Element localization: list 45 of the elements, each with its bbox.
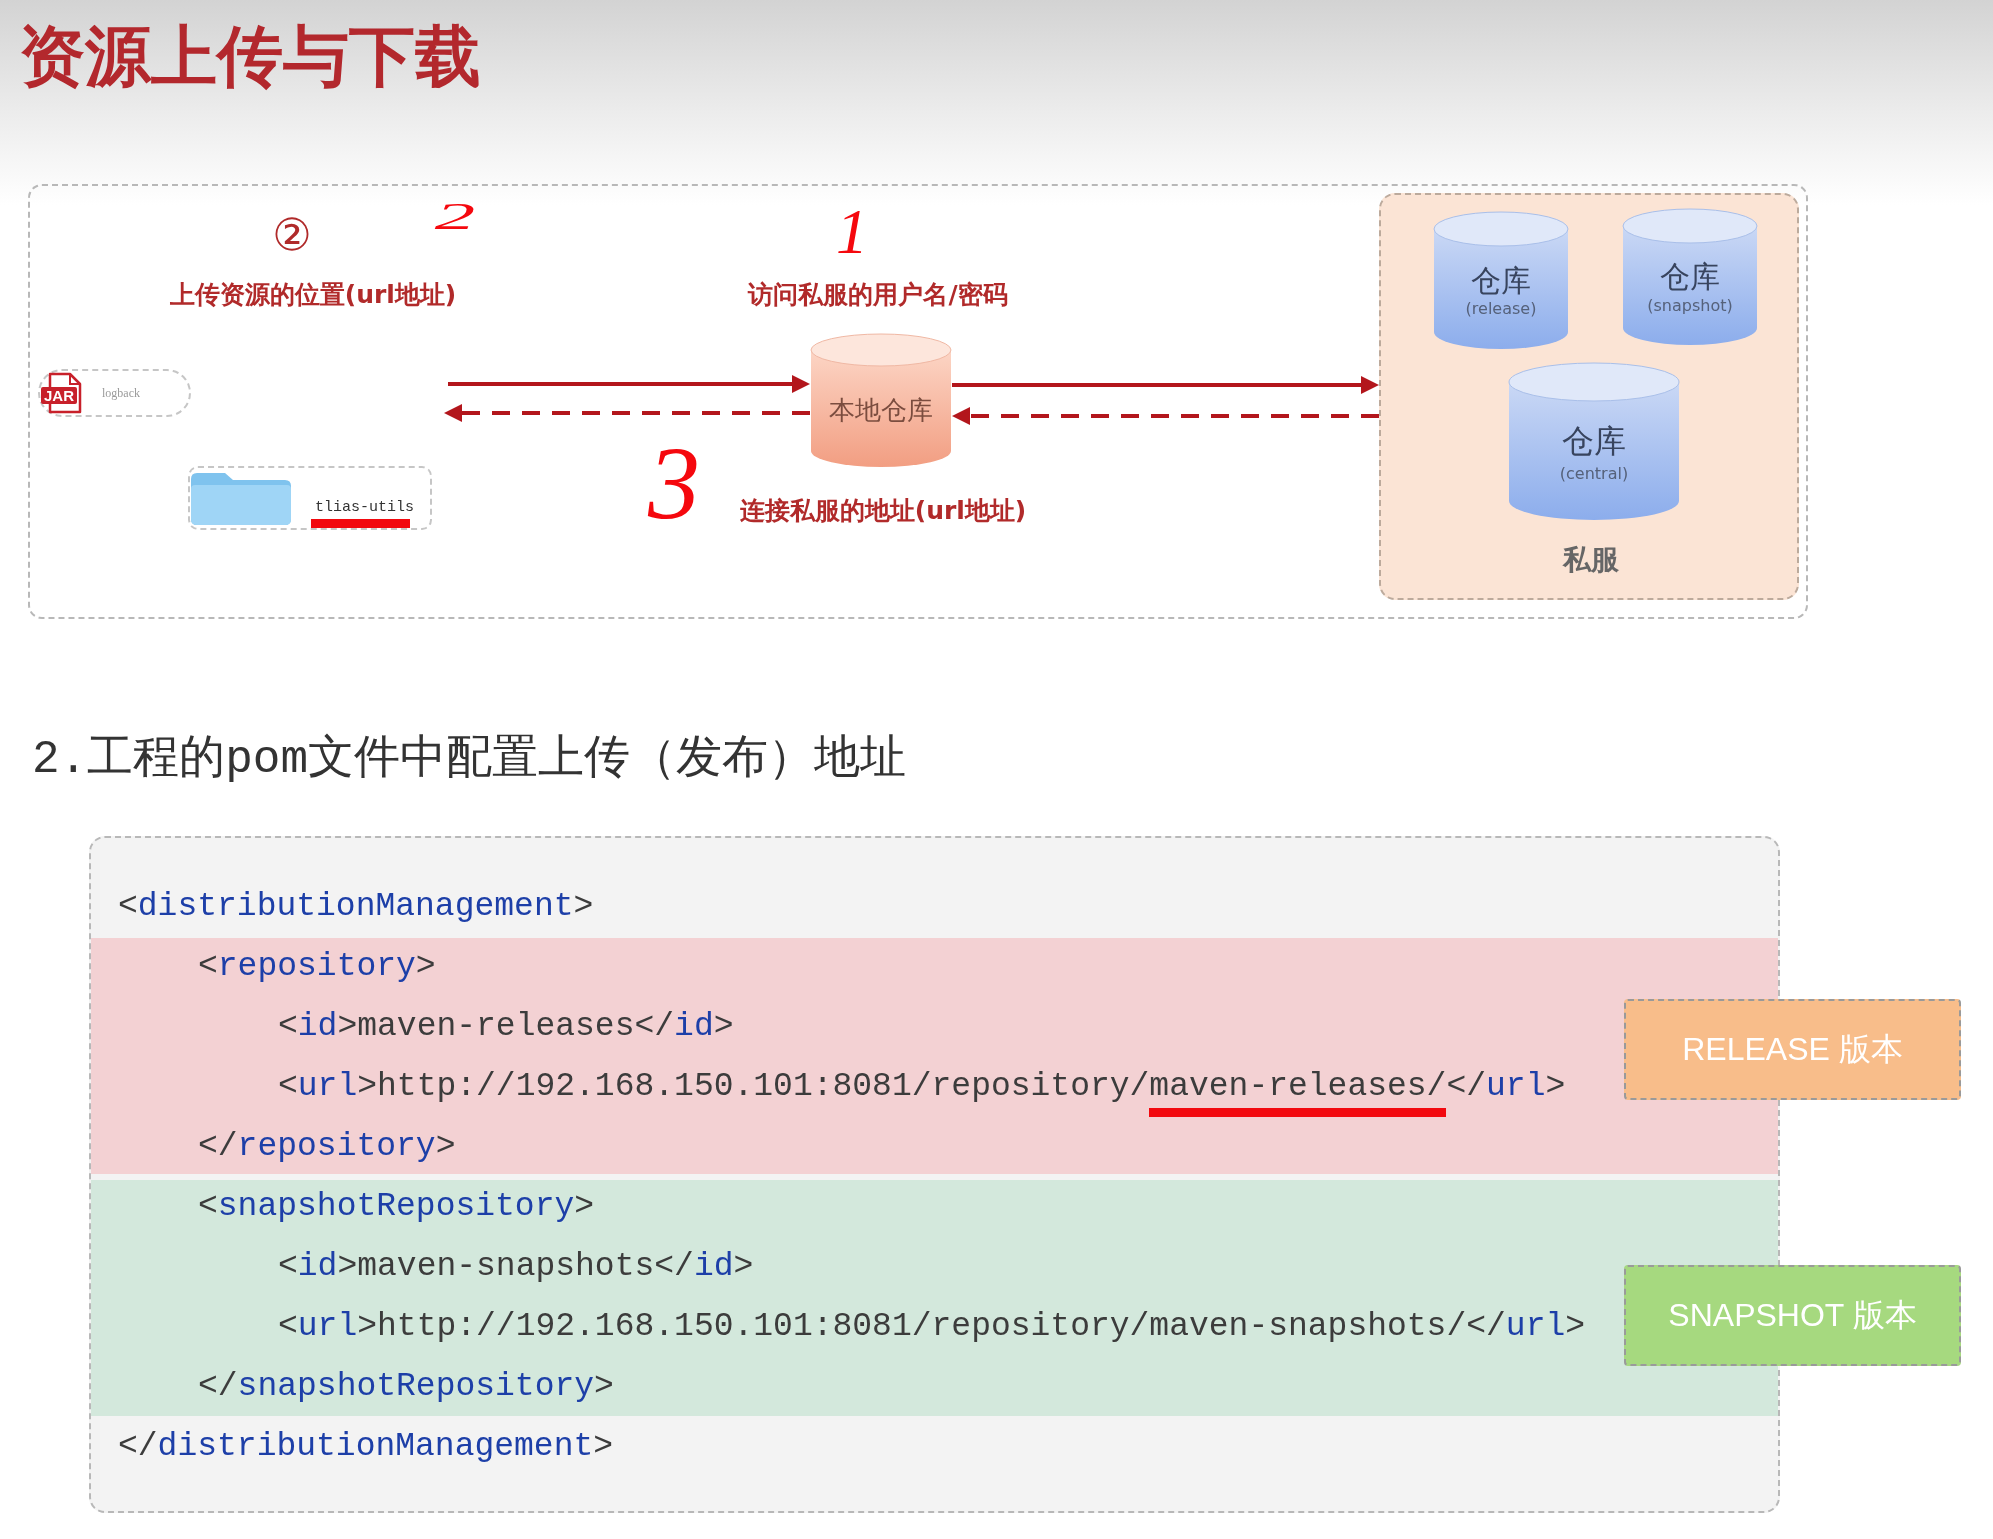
code-line: </repository> [198,1127,456,1167]
cylinder-label: 仓库 [1471,261,1531,300]
cylinder-sublabel: (release) [1465,298,1537,318]
tag-label: RELEASE 版本 [1682,1029,1903,1069]
code-line: </distributionManagement> [118,1427,614,1467]
jar-item-box [38,369,191,417]
project-box [188,466,432,530]
cylinder-sublabel: (central) [1559,463,1629,483]
code-line: <distributionManagement> [118,887,594,927]
version-tag [1624,1265,1961,1366]
section-heading: 2.工程的pom文件中配置上传（发布）地址 [32,733,907,788]
server-panel [1379,193,1799,600]
code-line: <url>http://192.168.150.101:8081/repository/maven-releases/</url> [278,1067,1566,1107]
file-type-tag: JAR [41,387,77,404]
code-line: <snapshotRepository> [198,1187,595,1227]
code-line: <id>maven-releases</id> [278,1007,734,1047]
project-name: tlias-utils [315,498,415,516]
annotation-text: 访问私服的用户名/密码 [748,278,1008,311]
annotation-text: 连接私服的地址(url地址) [739,494,1027,527]
panel-label: 私服 [1563,542,1619,578]
cylinder-label: 仓库 [1562,421,1626,462]
database-cylinder [1622,208,1758,346]
file-name: logback [102,385,140,401]
database-cylinder [1433,211,1569,350]
handwritten-number: 2 [434,194,476,238]
database-cylinder [1508,362,1680,521]
annotation-text: 上传资源的位置(url地址) [169,278,457,311]
arrow [444,404,810,422]
cylinder-label: 本地仓库 [829,393,933,427]
page-title: 资源上传与下载 [19,18,481,96]
version-tag [1624,999,1961,1100]
code-line: </snapshotRepository> [198,1367,614,1407]
code-line: <url>http://192.168.150.101:8081/repository/maven-snapshots/</url> [278,1307,1586,1347]
handwritten-number: 3 [648,423,700,542]
arrow [448,375,810,393]
cylinder-sublabel: (snapshot) [1647,295,1733,315]
handwritten-number: 1 [836,195,868,269]
code-line: <repository> [198,947,436,987]
tag-label: SNAPSHOT 版本 [1668,1295,1917,1335]
arrow [952,376,1379,394]
code-line: <id>maven-snapshots</id> [278,1247,754,1287]
database-cylinder [810,333,952,468]
circled-number: ② [272,208,312,260]
arrow [952,407,1379,425]
cylinder-label: 仓库 [1660,257,1720,296]
